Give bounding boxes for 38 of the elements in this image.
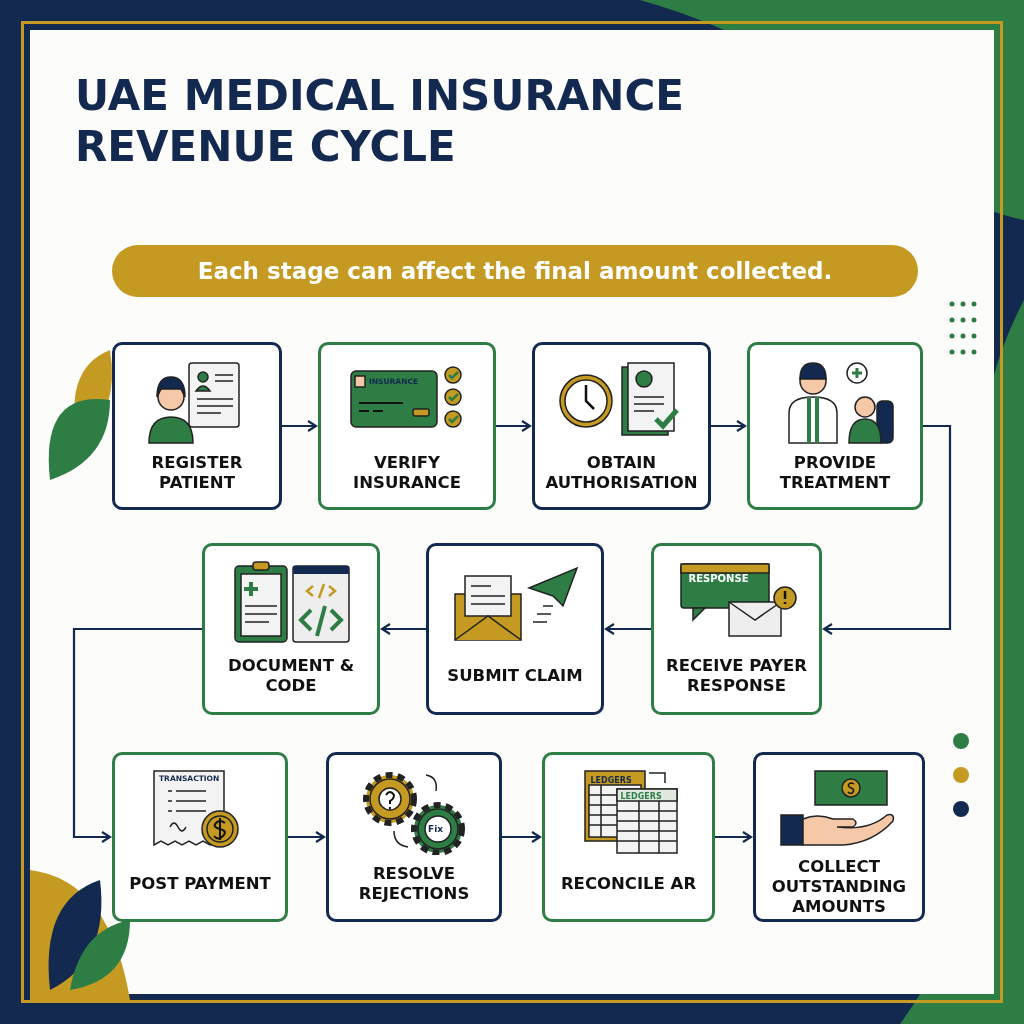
- icon-caption: Fix: [428, 825, 444, 834]
- process-card: [753, 752, 925, 922]
- icon-caption: LEDGERS: [590, 777, 632, 785]
- process-card: [318, 342, 496, 510]
- step-title: SUBMIT CLAIM: [446, 665, 584, 688]
- step-title: RECONCILE AR: [559, 873, 698, 896]
- process-card: [112, 752, 288, 922]
- arrow: [711, 419, 747, 433]
- arrow: [288, 830, 326, 844]
- process-card: [542, 752, 715, 922]
- banner: Each stage can affect the final amount collected.: [112, 245, 918, 297]
- step-title: VERIFY INSURANCE: [352, 452, 462, 494]
- process-card: [532, 342, 711, 510]
- icon-caption: RESPONSE: [688, 574, 749, 584]
- process-card: [112, 342, 282, 510]
- title: UAE MEDICAL INSURANCE REVENUE CYCLE: [75, 70, 685, 173]
- icon-caption: LEDGERS: [620, 793, 662, 801]
- step-title: DOCUMENT & CODE: [226, 655, 356, 697]
- step-title: RECEIVE PAYER RESPONSE: [665, 655, 808, 697]
- step-title: REGISTER PATIENT: [150, 452, 244, 494]
- arrow: [72, 627, 202, 844]
- arrow: [822, 424, 952, 636]
- process-card: [747, 342, 923, 510]
- arrow: [715, 830, 753, 844]
- process-card: [426, 543, 604, 715]
- arrow: [604, 622, 651, 636]
- step-title: COLLECT OUTSTANDING AMOUNTS: [770, 856, 908, 918]
- arrow: [496, 419, 532, 433]
- step-title: POST PAYMENT: [128, 873, 272, 896]
- arrow: [282, 419, 318, 433]
- process-card: [202, 543, 380, 715]
- process-card: [326, 752, 502, 922]
- arrow: [502, 830, 542, 844]
- arrow: [380, 622, 426, 636]
- process-card: [651, 543, 822, 715]
- step-title: PROVIDE TREATMENT: [778, 452, 892, 494]
- step-title: RESOLVE REJECTIONS: [357, 863, 471, 905]
- step-title: OBTAIN AUTHORISATION: [544, 452, 699, 494]
